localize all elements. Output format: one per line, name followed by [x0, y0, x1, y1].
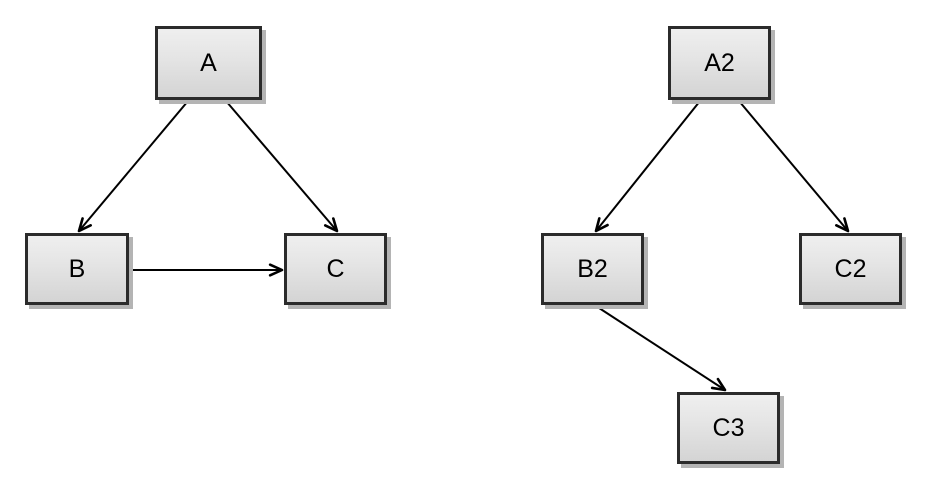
node-c3-label: C3 — [712, 413, 745, 442]
edge-a2-c2 — [738, 100, 850, 233]
node-c2-label: C2 — [834, 254, 867, 283]
node-a[interactable]: A — [155, 26, 262, 100]
node-c3[interactable]: C3 — [677, 392, 780, 464]
edge-a2-b2 — [594, 100, 701, 233]
node-b[interactable]: B — [25, 233, 129, 305]
node-c2[interactable]: C2 — [799, 233, 902, 305]
node-a2-label: A2 — [704, 48, 735, 77]
edge-line — [225, 100, 338, 232]
node-a-label: A — [200, 48, 217, 77]
node-b-label: B — [68, 254, 86, 283]
edge-b2-c3 — [595, 305, 727, 392]
arrowhead-icon — [835, 217, 850, 233]
node-b2-label: B2 — [577, 254, 608, 283]
edge-b-c — [130, 263, 284, 277]
node-a2[interactable]: A2 — [668, 26, 771, 100]
edge-line — [738, 100, 849, 232]
arrowhead-icon — [594, 217, 609, 233]
node-b2[interactable]: B2 — [541, 233, 644, 305]
node-c[interactable]: C — [284, 233, 387, 305]
edge-line — [595, 305, 726, 391]
arrowhead-icon — [323, 217, 339, 233]
node-c-label: C — [326, 254, 345, 283]
edge-line — [78, 100, 189, 232]
arrowhead-icon — [268, 263, 284, 277]
arrowhead-icon — [77, 217, 92, 233]
arrowhead-icon — [710, 377, 727, 392]
edge-a-c — [225, 100, 339, 233]
edge-line — [595, 100, 701, 232]
edge-a-b — [77, 100, 189, 233]
